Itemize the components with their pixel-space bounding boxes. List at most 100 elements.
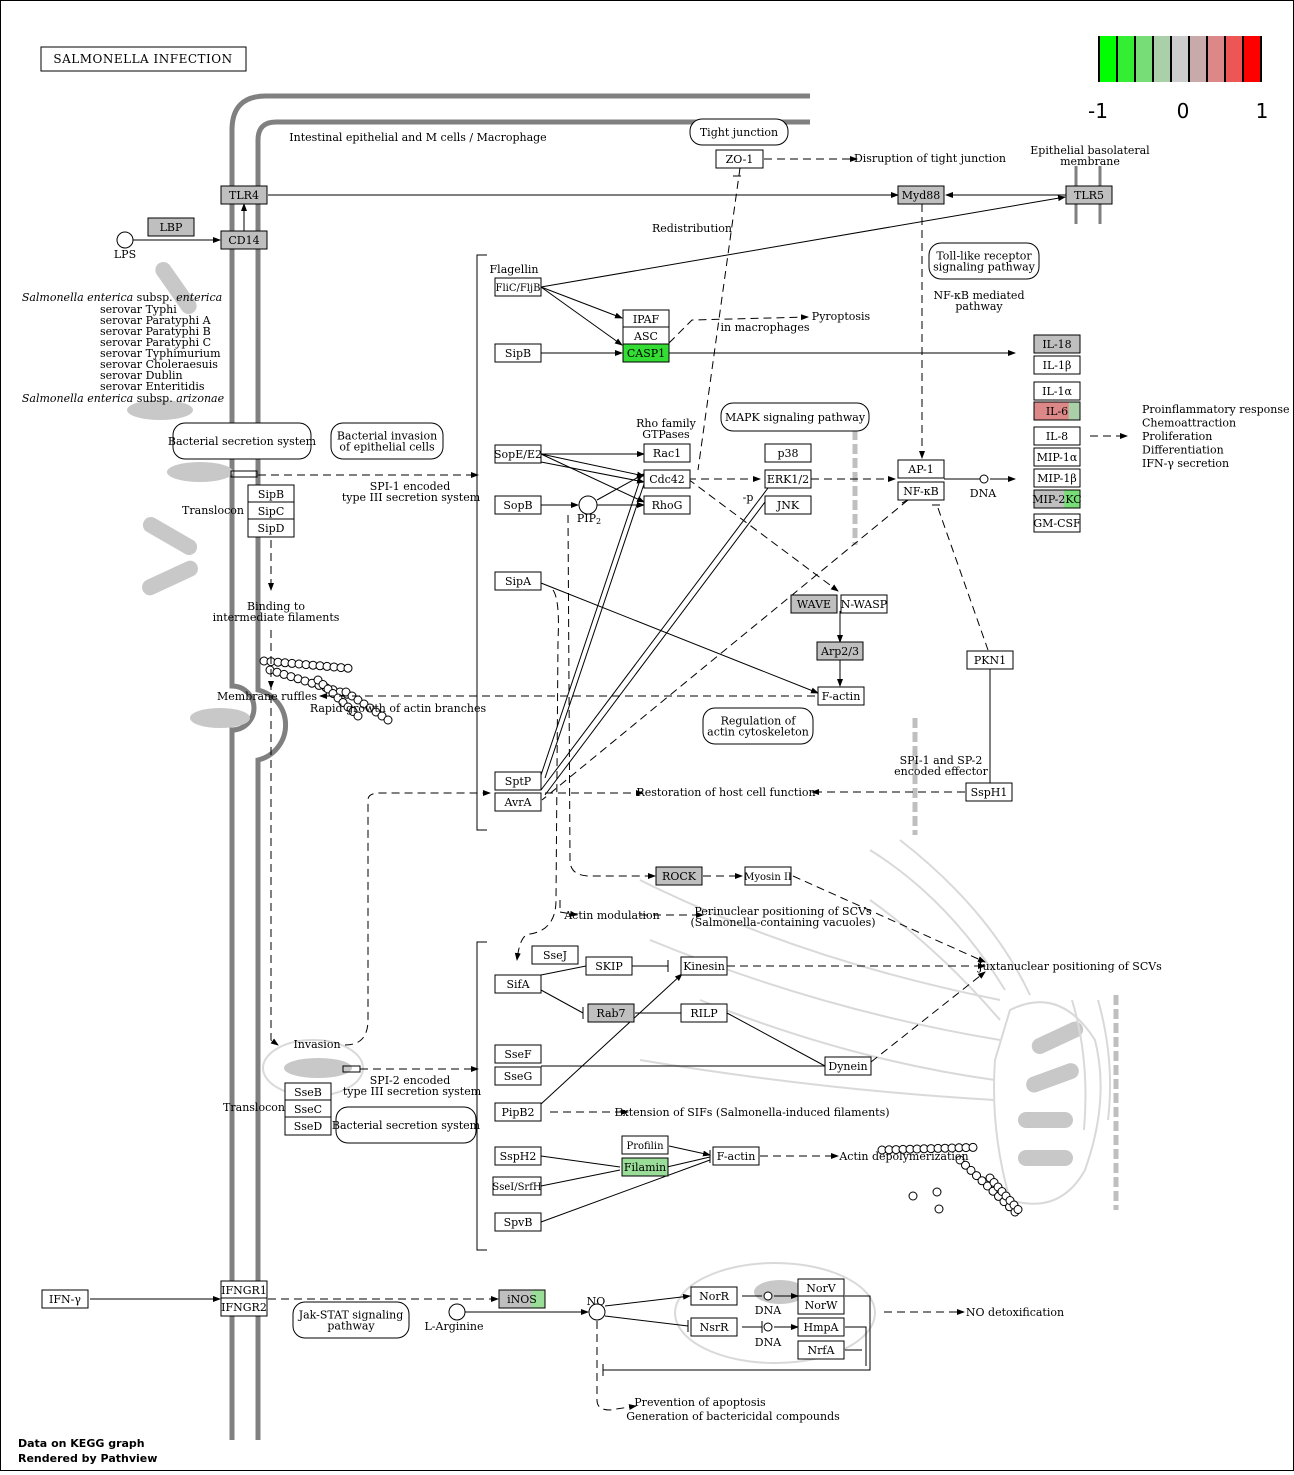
gene-node-myosin[interactable]: Myosin II xyxy=(744,866,792,886)
gene-node-rab7[interactable]: Rab7 xyxy=(587,1003,635,1023)
gene-box[interactable] xyxy=(1033,513,1081,533)
gene-node-pipb2[interactable]: PipB2 xyxy=(494,1102,542,1122)
gene-node-ssei[interactable]: SseI/SrfH xyxy=(492,1176,542,1196)
gene-box[interactable] xyxy=(1033,381,1081,401)
gene-node-hmpa[interactable]: HmpA xyxy=(797,1317,845,1337)
gene-box[interactable] xyxy=(1033,489,1081,509)
gene-node-norv[interactable]: NorV xyxy=(797,1278,845,1298)
gene-box[interactable] xyxy=(1033,447,1081,467)
gene-node-nsrr[interactable]: NsrR xyxy=(690,1317,738,1337)
gene-node-avra[interactable]: AvrA xyxy=(494,792,542,812)
gene-node-ap1[interactable]: AP-1 xyxy=(897,459,945,479)
gene-box[interactable] xyxy=(220,185,268,205)
gene-box[interactable] xyxy=(897,481,945,501)
gene-box[interactable] xyxy=(498,1289,546,1309)
pathway-box[interactable] xyxy=(172,422,312,460)
gene-box[interactable] xyxy=(220,1297,268,1317)
gene-node-ifngr2[interactable]: IFNGR2 xyxy=(220,1297,268,1317)
gene-box[interactable] xyxy=(1033,468,1081,488)
gene-node-mip2kc[interactable]: MIP-2KC xyxy=(1032,489,1082,509)
gene-box[interactable] xyxy=(797,1340,845,1360)
gene-box[interactable] xyxy=(744,866,792,886)
gene-node-mip1b[interactable]: MIP-1β xyxy=(1033,468,1081,488)
gene-node-factin2[interactable]: F-actin xyxy=(712,1146,760,1166)
gene-box[interactable] xyxy=(690,1286,738,1306)
pathway-box[interactable] xyxy=(928,242,1040,280)
gene-box[interactable] xyxy=(690,1317,738,1337)
pathway-box[interactable] xyxy=(330,422,444,460)
gene-box[interactable] xyxy=(587,1003,635,1023)
gene-node-skip[interactable]: SKIP xyxy=(585,956,633,976)
gene-node-factin1[interactable]: F-actin xyxy=(817,686,865,706)
gene-box[interactable] xyxy=(494,277,542,297)
gene-box[interactable] xyxy=(247,518,295,538)
gene-box[interactable] xyxy=(621,1135,669,1155)
gene-box[interactable] xyxy=(494,771,542,791)
gene-node-sipd[interactable]: SipD xyxy=(247,518,295,538)
gene-node-sipb_t[interactable]: SipB xyxy=(247,484,295,504)
gene-box[interactable] xyxy=(643,443,691,463)
gene-node-il1b[interactable]: IL-1β xyxy=(1033,355,1081,375)
gene-box[interactable] xyxy=(585,956,633,976)
gene-node-cd14[interactable]: CD14 xyxy=(220,230,268,250)
gene-box[interactable] xyxy=(840,594,888,614)
gene-node-sipb_top[interactable]: SipB xyxy=(494,343,542,363)
gene-node-sopb[interactable]: SopB xyxy=(494,495,542,515)
gene-box[interactable] xyxy=(816,641,864,661)
gene-box[interactable] xyxy=(764,443,812,463)
gene-node-il1a[interactable]: IL-1α xyxy=(1033,381,1081,401)
gene-node-tlr5[interactable]: TLR5 xyxy=(1065,185,1113,205)
gene-node-mip1a[interactable]: MIP-1α xyxy=(1033,447,1081,467)
gene-box[interactable] xyxy=(220,230,268,250)
gene-node-ssed[interactable]: SseD xyxy=(284,1116,332,1136)
gene-node-sifa[interactable]: SifA xyxy=(494,974,542,994)
gene-node-wave[interactable]: WAVE xyxy=(790,594,838,614)
gene-box[interactable] xyxy=(1033,426,1081,446)
gene-node-erk[interactable]: ERK1/2 xyxy=(764,469,812,489)
gene-node-il6[interactable]: IL-6 xyxy=(1033,401,1081,421)
pathway-box[interactable] xyxy=(702,707,814,745)
gene-node-flic[interactable]: FliC/FljB xyxy=(494,277,542,297)
gene-node-zo1[interactable]: ZO-1 xyxy=(715,149,764,169)
gene-node-filamin[interactable]: Filamin xyxy=(621,1157,669,1177)
gene-node-kinesin[interactable]: Kinesin xyxy=(680,956,728,976)
gene-box[interactable] xyxy=(494,1102,542,1122)
gene-box[interactable] xyxy=(655,866,703,886)
gene-box[interactable] xyxy=(284,1116,332,1136)
gene-box[interactable] xyxy=(494,1146,542,1166)
gene-node-spvb[interactable]: SpvB xyxy=(494,1212,542,1232)
gene-node-ifngr1[interactable]: IFNGR1 xyxy=(220,1280,268,1300)
gene-node-casp1[interactable]: CASP1 xyxy=(622,343,670,363)
gene-node-sope[interactable]: SopE/E2 xyxy=(494,444,542,464)
gene-node-rock[interactable]: ROCK xyxy=(655,866,703,886)
gene-box[interactable] xyxy=(494,1044,542,1064)
gene-box[interactable] xyxy=(494,343,542,363)
gene-box[interactable] xyxy=(494,571,542,591)
gene-box[interactable] xyxy=(494,792,542,812)
gene-node-p38[interactable]: p38 xyxy=(764,443,812,463)
gene-box[interactable] xyxy=(797,1295,845,1315)
gene-box[interactable] xyxy=(1033,355,1081,375)
gene-node-ssph1[interactable]: SspH1 xyxy=(965,782,1013,802)
gene-box[interactable] xyxy=(643,469,691,489)
gene-box[interactable] xyxy=(790,594,838,614)
gene-node-jnk[interactable]: JNK xyxy=(764,495,812,515)
pathway-link-mapk[interactable]: MAPK signaling pathway xyxy=(720,402,870,432)
gene-node-lbp[interactable]: LBP xyxy=(147,217,195,237)
gene-box[interactable] xyxy=(531,945,579,965)
gene-box[interactable] xyxy=(715,149,764,169)
gene-node-ssph2[interactable]: SspH2 xyxy=(494,1146,542,1166)
gene-box[interactable] xyxy=(1065,185,1113,205)
pathway-box[interactable] xyxy=(335,1106,477,1144)
gene-box[interactable] xyxy=(494,444,542,464)
gene-box[interactable] xyxy=(712,1146,760,1166)
gene-box[interactable] xyxy=(494,495,542,515)
gene-node-rhog[interactable]: RhoG xyxy=(643,495,691,515)
gene-node-inos[interactable]: iNOS xyxy=(498,1289,546,1309)
gene-node-asc[interactable]: ASC xyxy=(622,326,670,346)
gene-node-cdc42[interactable]: Cdc42 xyxy=(643,469,691,489)
